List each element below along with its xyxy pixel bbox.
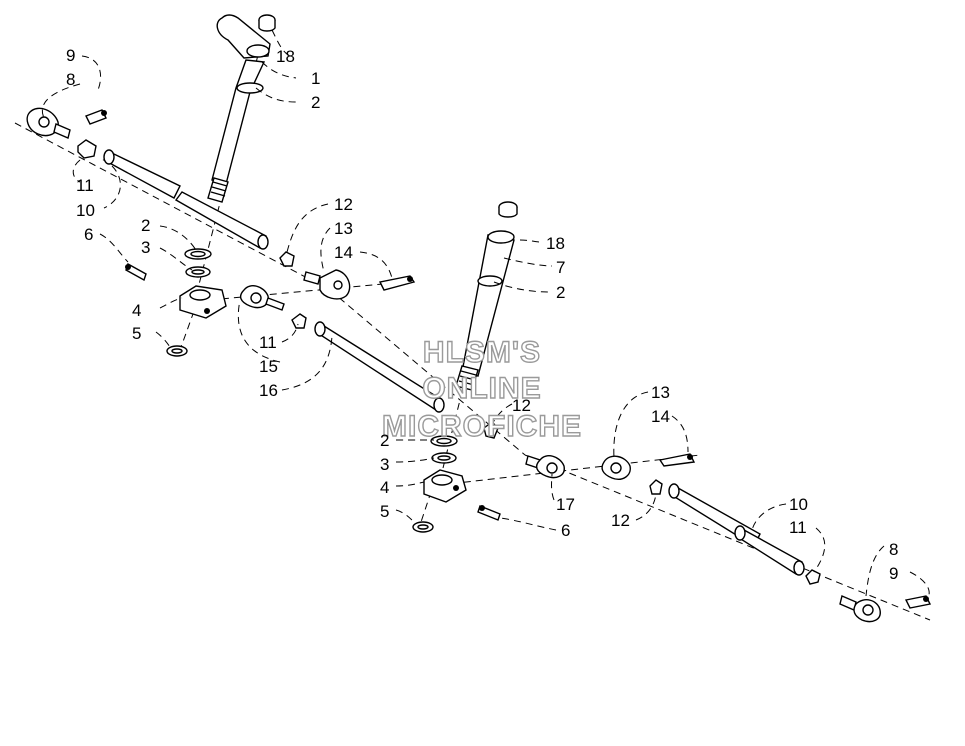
callout-13-center: 13 — [334, 219, 353, 238]
callout-5-right-clamp: 5 — [380, 502, 389, 521]
leader-lines — [41, 29, 930, 599]
tie-rod-left — [77, 139, 295, 267]
callout-6-left: 6 — [84, 225, 93, 244]
callout-3-left-clamp: 3 — [141, 238, 150, 257]
callout-11-left: 11 — [76, 176, 94, 195]
callout-4-left-clamp: 4 — [132, 301, 141, 320]
tie-rod-end-right — [839, 595, 932, 623]
callout-11-right: 11 — [789, 518, 807, 537]
cap-18-upper — [258, 14, 276, 32]
callout-16: 16 — [259, 381, 278, 400]
callout-17: 17 — [556, 495, 575, 514]
callout-18-lower: 18 — [546, 234, 565, 253]
callout-12-right: 12 — [611, 511, 630, 530]
tie-rod-end-left — [26, 107, 107, 139]
callout-14-right: 14 — [651, 407, 670, 426]
callout-2-lower: 2 — [556, 283, 565, 302]
callout-4-right-clamp: 4 — [380, 478, 389, 497]
callout-12-upper: 12 — [334, 195, 353, 214]
center-link — [239, 269, 445, 413]
callout-10-left: 10 — [76, 201, 95, 220]
callout-5-left-clamp: 5 — [132, 324, 141, 343]
steering-post-lower — [455, 201, 518, 391]
callout-9-right: 9 — [889, 564, 898, 583]
clamp-left — [125, 248, 227, 357]
callout-12-middle: 12 — [512, 396, 531, 415]
callout-13-right: 13 — [651, 383, 670, 402]
steering-post-upper — [207, 14, 271, 203]
callout-6-right: 6 — [561, 521, 570, 540]
callout-11-center: 11 — [259, 333, 277, 352]
watermark: HLSM'S ONLINE MICROFICHE — [381, 335, 582, 443]
callout-18-upper: 18 — [276, 47, 295, 66]
callout-7: 7 — [556, 258, 565, 277]
callout-labels: 18 1 2 9 8 11 10 6 2 3 4 5 12 13 14 11 1… — [66, 46, 898, 583]
watermark-line-2: ONLINE — [422, 372, 541, 405]
tie-rod-right — [601, 453, 821, 585]
callout-8-right: 8 — [889, 540, 898, 559]
callout-3-right-clamp: 3 — [380, 455, 389, 474]
callout-2-right-clamp: 2 — [380, 431, 389, 450]
callout-2-left-clamp: 2 — [141, 216, 150, 235]
callout-10-right: 10 — [789, 495, 808, 514]
watermark-line-1: HLSM'S — [423, 336, 541, 369]
callout-15: 15 — [259, 357, 278, 376]
callout-2-upper: 2 — [311, 93, 320, 112]
callout-9-left: 9 — [66, 46, 75, 65]
callout-8-left: 8 — [66, 70, 75, 89]
callout-14-center: 14 — [334, 243, 353, 262]
clamp-right — [412, 421, 565, 533]
callout-1: 1 — [311, 69, 320, 88]
watermark-line-3: MICROFICHE — [382, 410, 582, 443]
